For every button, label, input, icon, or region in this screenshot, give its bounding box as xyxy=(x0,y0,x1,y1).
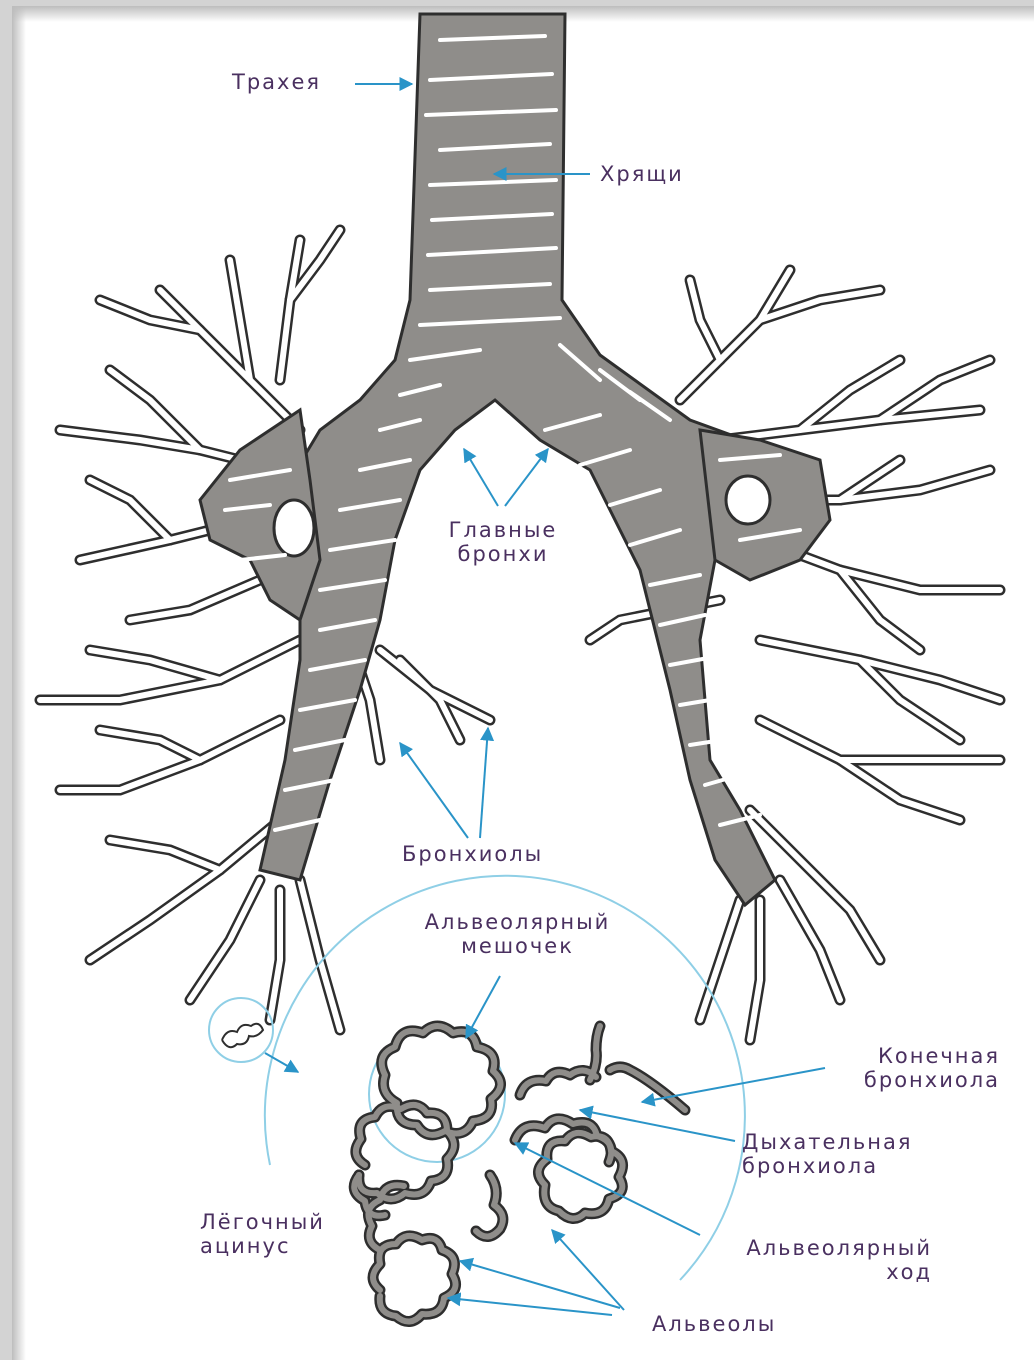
main-bronchi-label-line2: бронхи xyxy=(428,542,578,566)
cartilage-label: Хрящи xyxy=(600,162,684,186)
terminal-bronchiole-label-line2: бронхиола xyxy=(780,1068,1000,1092)
terminal-bronchiole-label-line1: Конечная xyxy=(780,1044,1000,1068)
alveolar-clusters xyxy=(354,1026,685,1322)
trachea-label: Трахея xyxy=(232,70,321,94)
alveoli-label: Альвеолы xyxy=(652,1312,776,1336)
main-bronchi-arrow-right xyxy=(505,449,548,506)
alveolar-duct-label-line1: Альвеолярный xyxy=(690,1236,932,1260)
pulmonary-acinus-label-line1: Лёгочный xyxy=(200,1210,325,1234)
pulmonary-acinus-label-line2: ацинус xyxy=(200,1234,325,1258)
pulmonary-acinus-label: Лёгочный ацинус xyxy=(200,1210,325,1258)
terminal-bronchiole-label: Конечная бронхиола xyxy=(780,1044,1000,1092)
main-bronchi-arrow-left xyxy=(464,449,498,506)
alveolar-sac-label-line2: мешочек xyxy=(395,934,640,958)
alveolar-sac-arrow xyxy=(466,976,500,1038)
respiratory-bronchiole-label-line1: Дыхательная xyxy=(742,1130,912,1154)
alveolar-sac-label-line1: Альвеолярный xyxy=(395,910,640,934)
alveoli-arrow-3 xyxy=(448,1298,612,1315)
bronchioles-arrow-left xyxy=(400,743,468,838)
main-bronchi-label-line1: Главные xyxy=(428,518,578,542)
respiratory-bronchiole-label-line2: бронхиола xyxy=(742,1154,912,1178)
bronchioles-label: Бронхиолы xyxy=(402,842,543,866)
respiratory-bronchiole-label: Дыхательная бронхиола xyxy=(742,1130,912,1178)
alveolar-duct-label: Альвеолярный ход xyxy=(690,1236,932,1284)
bronchioles-arrow-right xyxy=(480,728,488,838)
alveolar-duct-label-line2: ход xyxy=(690,1260,932,1284)
main-bronchi-label: Главные бронхи xyxy=(428,518,578,566)
alveolar-sac-label: Альвеолярный мешочек xyxy=(395,910,640,958)
acinus-mini xyxy=(222,1024,263,1047)
